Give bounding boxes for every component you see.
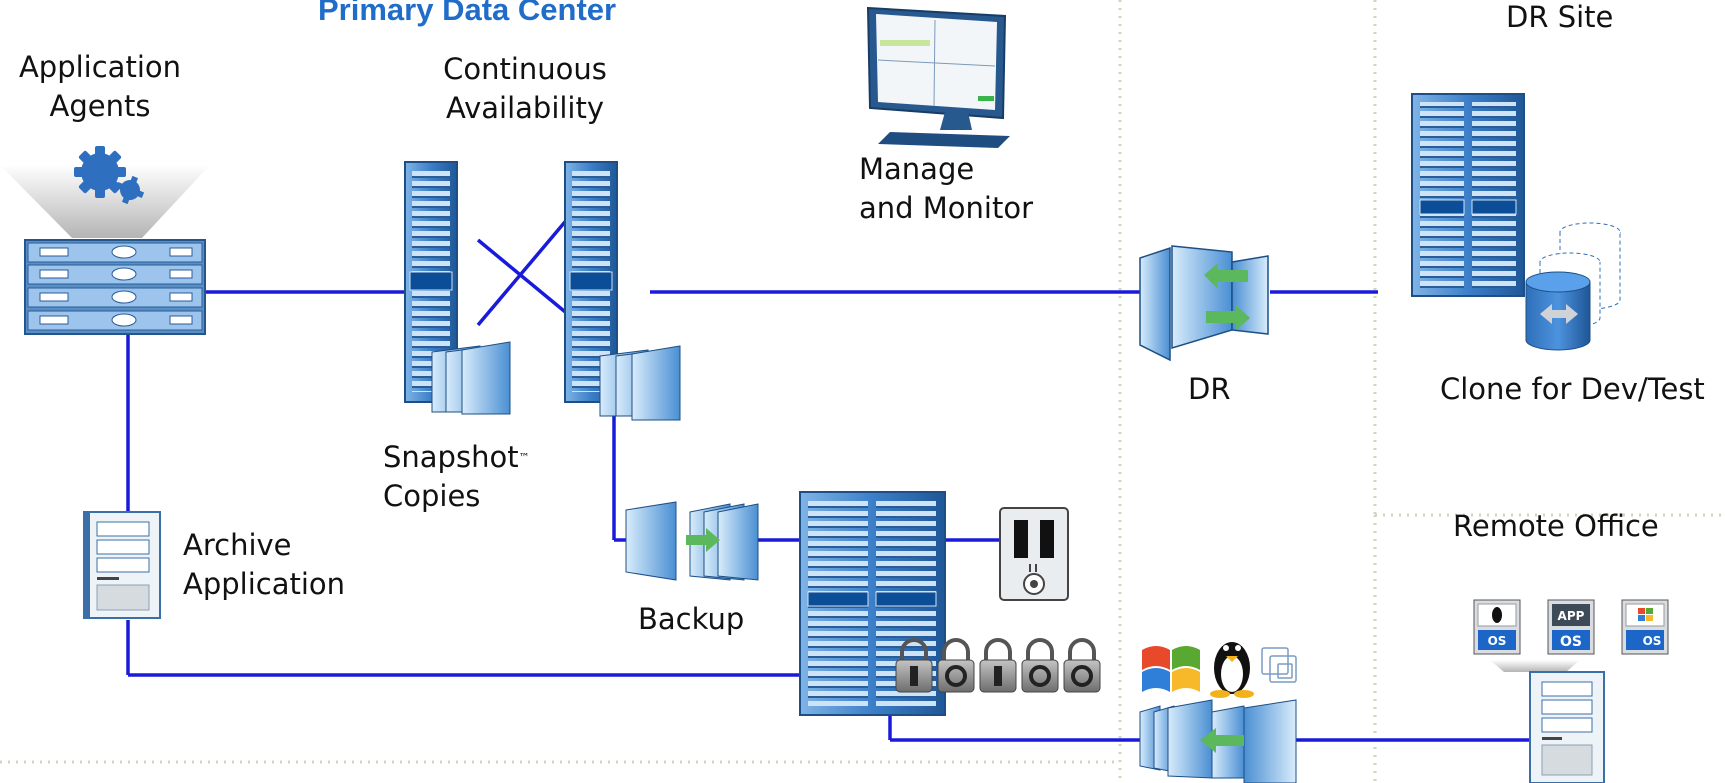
svg-text:OS: OS <box>1488 634 1507 648</box>
storage-controller-b <box>564 161 681 421</box>
lock-icon <box>937 638 975 693</box>
virtualization-icon <box>1261 647 1297 683</box>
linux-tux-icon <box>1210 642 1254 698</box>
database-clone-icon <box>1525 222 1621 351</box>
monitor-icon <box>866 6 1010 148</box>
windows-icon <box>1142 646 1200 692</box>
archive-server-tower <box>83 511 161 619</box>
label-backup: Backup <box>638 602 745 636</box>
dr-site-storage <box>1411 93 1525 297</box>
backup-appliance <box>625 501 759 581</box>
dr-replication-device <box>1139 245 1269 362</box>
lock-icon <box>1021 638 1059 693</box>
os-badge-windows: OS <box>1621 599 1669 655</box>
trademark-mark: ™ <box>518 451 530 464</box>
page-title: Primary Data Center <box>318 0 617 27</box>
label-remote-office: Remote Office <box>1453 509 1659 543</box>
gear-icon <box>74 146 145 205</box>
lock-icons <box>895 638 1101 693</box>
lock-icon <box>1063 638 1101 693</box>
remote-replication-device <box>1139 699 1297 783</box>
label-dr-site: DR Site <box>1506 0 1614 34</box>
label-dr: DR <box>1188 372 1231 406</box>
os-badge-linux: OS <box>1473 599 1521 655</box>
svg-text:OS: OS <box>1643 634 1662 648</box>
svg-text:APP: APP <box>1558 609 1585 623</box>
tape-library-icon <box>999 507 1069 601</box>
arrow-left-icon <box>1204 263 1248 289</box>
application-agents-server <box>0 146 210 335</box>
lock-icon <box>979 638 1017 693</box>
storage-controller-a <box>404 161 511 415</box>
remote-office-server <box>1490 660 1605 783</box>
connection-lines <box>126 208 1530 742</box>
arrow-right-icon <box>1206 305 1250 330</box>
label-clone-dev-test: Clone for Dev/Test <box>1440 372 1705 406</box>
lock-icon <box>895 638 933 693</box>
os-badge-app: APP OS <box>1547 599 1595 655</box>
svg-text:OS: OS <box>1560 634 1582 650</box>
label-snapshot-copies: Snapshot™ Copies <box>383 440 530 513</box>
